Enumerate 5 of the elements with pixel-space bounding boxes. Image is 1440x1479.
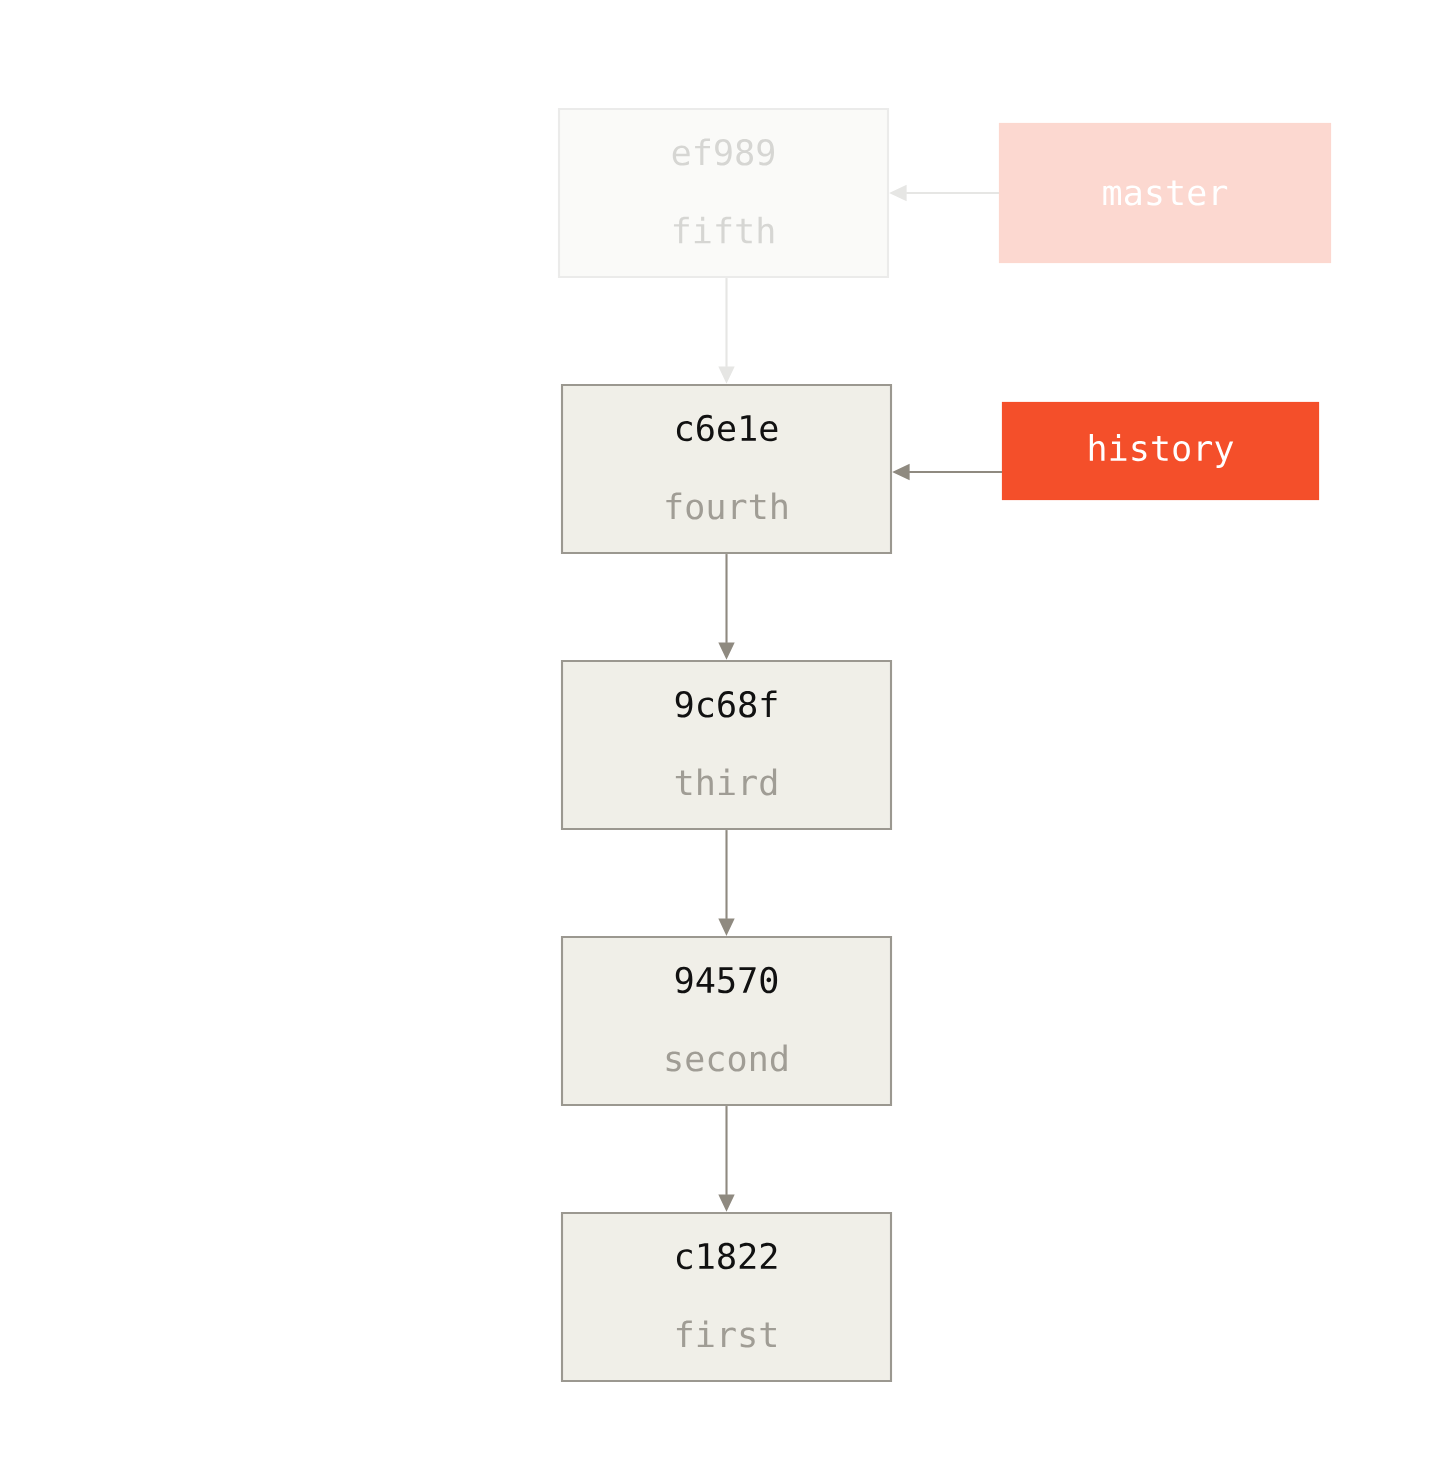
commit-box: c1822 first (560, 1211, 893, 1383)
commit-box: 9c68f third (560, 659, 893, 831)
commit-box: 94570 second (560, 935, 893, 1107)
commit-box: c6e1e fourth (560, 383, 893, 555)
branch-label: history (1001, 401, 1320, 501)
